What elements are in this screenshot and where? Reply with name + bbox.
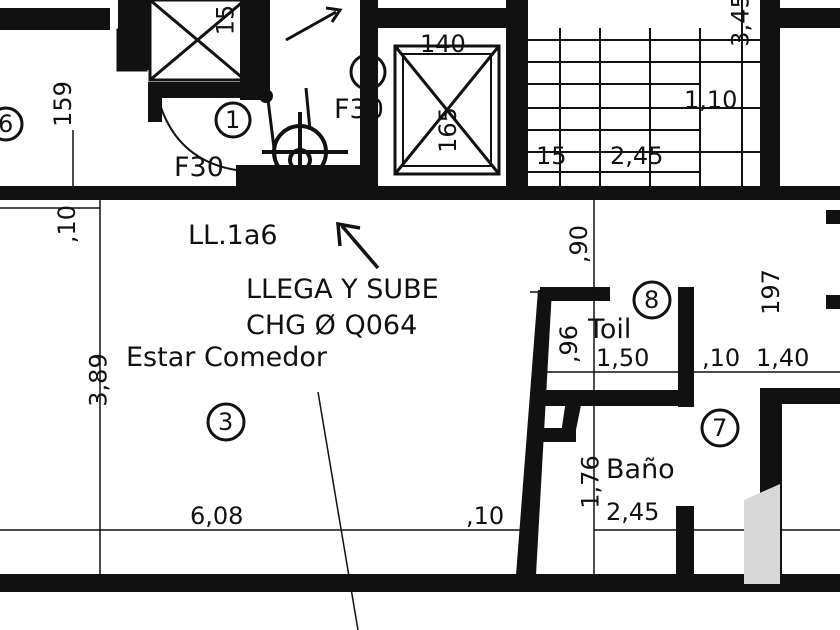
dimension-110: 1,10: [684, 86, 738, 114]
wall-toil-top: [540, 287, 610, 301]
room-label-estar-comedor: Estar Comedor: [126, 342, 327, 373]
wall-stair-left: [506, 0, 528, 200]
wall-left-block: [148, 82, 258, 98]
room-number-circle-6: [0, 106, 24, 142]
dimension-10-left: ,10: [53, 204, 82, 244]
dimension-10-bottom: ,10: [466, 502, 505, 530]
shaft-box-left: [148, 0, 247, 82]
wall-right-small-2: [826, 295, 840, 309]
wall-bath-door-post: [676, 506, 694, 576]
room-number-circle-3: [206, 402, 246, 442]
arrow-up-right-icon: [285, 6, 343, 42]
dimension-245-top: 2,45: [610, 142, 664, 170]
room-number-circle-7: [700, 408, 740, 448]
room-number-circle-1: [214, 101, 252, 139]
wall-inner-slanted: [560, 400, 582, 440]
dimension-197: 197: [756, 269, 785, 315]
watermark-mark: [744, 484, 780, 584]
arrow-up-left-icon: [336, 221, 380, 270]
wall-top-left: [0, 8, 110, 30]
dimension-389: 3,89: [84, 353, 113, 407]
dimension-165: 165: [433, 107, 462, 153]
room-number-8: 8: [644, 286, 660, 314]
wall-f30-box-post: [360, 128, 378, 188]
elevator-shaft: [393, 44, 501, 176]
room-number-6: 6: [0, 110, 14, 138]
dimension-10-mid: ,10: [702, 344, 741, 372]
room-label-toil: Toil: [588, 314, 632, 345]
room-number-circle-2: [349, 53, 387, 91]
wall-shaft-top: [360, 8, 508, 28]
dimension-90: ,90: [565, 224, 594, 264]
wall-bath-mid: [540, 390, 694, 406]
door-swing: [157, 97, 237, 171]
annotation-ll: LL.1a6: [188, 220, 278, 251]
wall-right-small-1: [826, 210, 840, 224]
dimension-140-top: 140: [420, 30, 466, 58]
wall-bath-right-top: [760, 388, 840, 404]
wall-toil-right: [678, 287, 694, 407]
dimension-159: 159: [48, 81, 77, 127]
dimension-150: 1,50: [596, 344, 650, 372]
wall-bottom: [0, 574, 840, 592]
room-number-2: 2: [360, 58, 376, 86]
dimension-176: 1,76: [576, 455, 605, 509]
dimension-608: 6,08: [190, 502, 244, 530]
shaft-box-small: [116, 28, 148, 72]
dimension-15-top: 15: [211, 4, 240, 36]
dimension-345: 3,45: [726, 0, 755, 47]
dimension-96: ,96: [555, 324, 584, 364]
room-label-bano: Baño: [606, 454, 675, 485]
room-number-1: 1: [225, 106, 241, 134]
electrical-fixture-icon: [259, 87, 348, 190]
annotation-llega-sube: LLEGA Y SUBE: [246, 274, 439, 305]
wall-main-horizontal: [0, 186, 840, 200]
room-number-3: 3: [218, 408, 234, 436]
dimension-140-right: 1,40: [756, 344, 810, 372]
wall-right-col: [760, 0, 780, 200]
annotation-chg: CHG Ø Q064: [246, 310, 418, 341]
wall-right-top: [776, 8, 840, 28]
wall-left-post: [148, 82, 162, 122]
dimension-15-mid: 15: [536, 142, 567, 170]
dimension-245-bottom: 2,45: [606, 498, 660, 526]
room-number-circle-8: [632, 280, 672, 320]
room-number-7: 7: [712, 414, 728, 442]
annotation-f30-right: F30: [334, 94, 384, 125]
wall-slanted: [516, 290, 552, 575]
annotation-f30-left: F30: [174, 152, 224, 183]
